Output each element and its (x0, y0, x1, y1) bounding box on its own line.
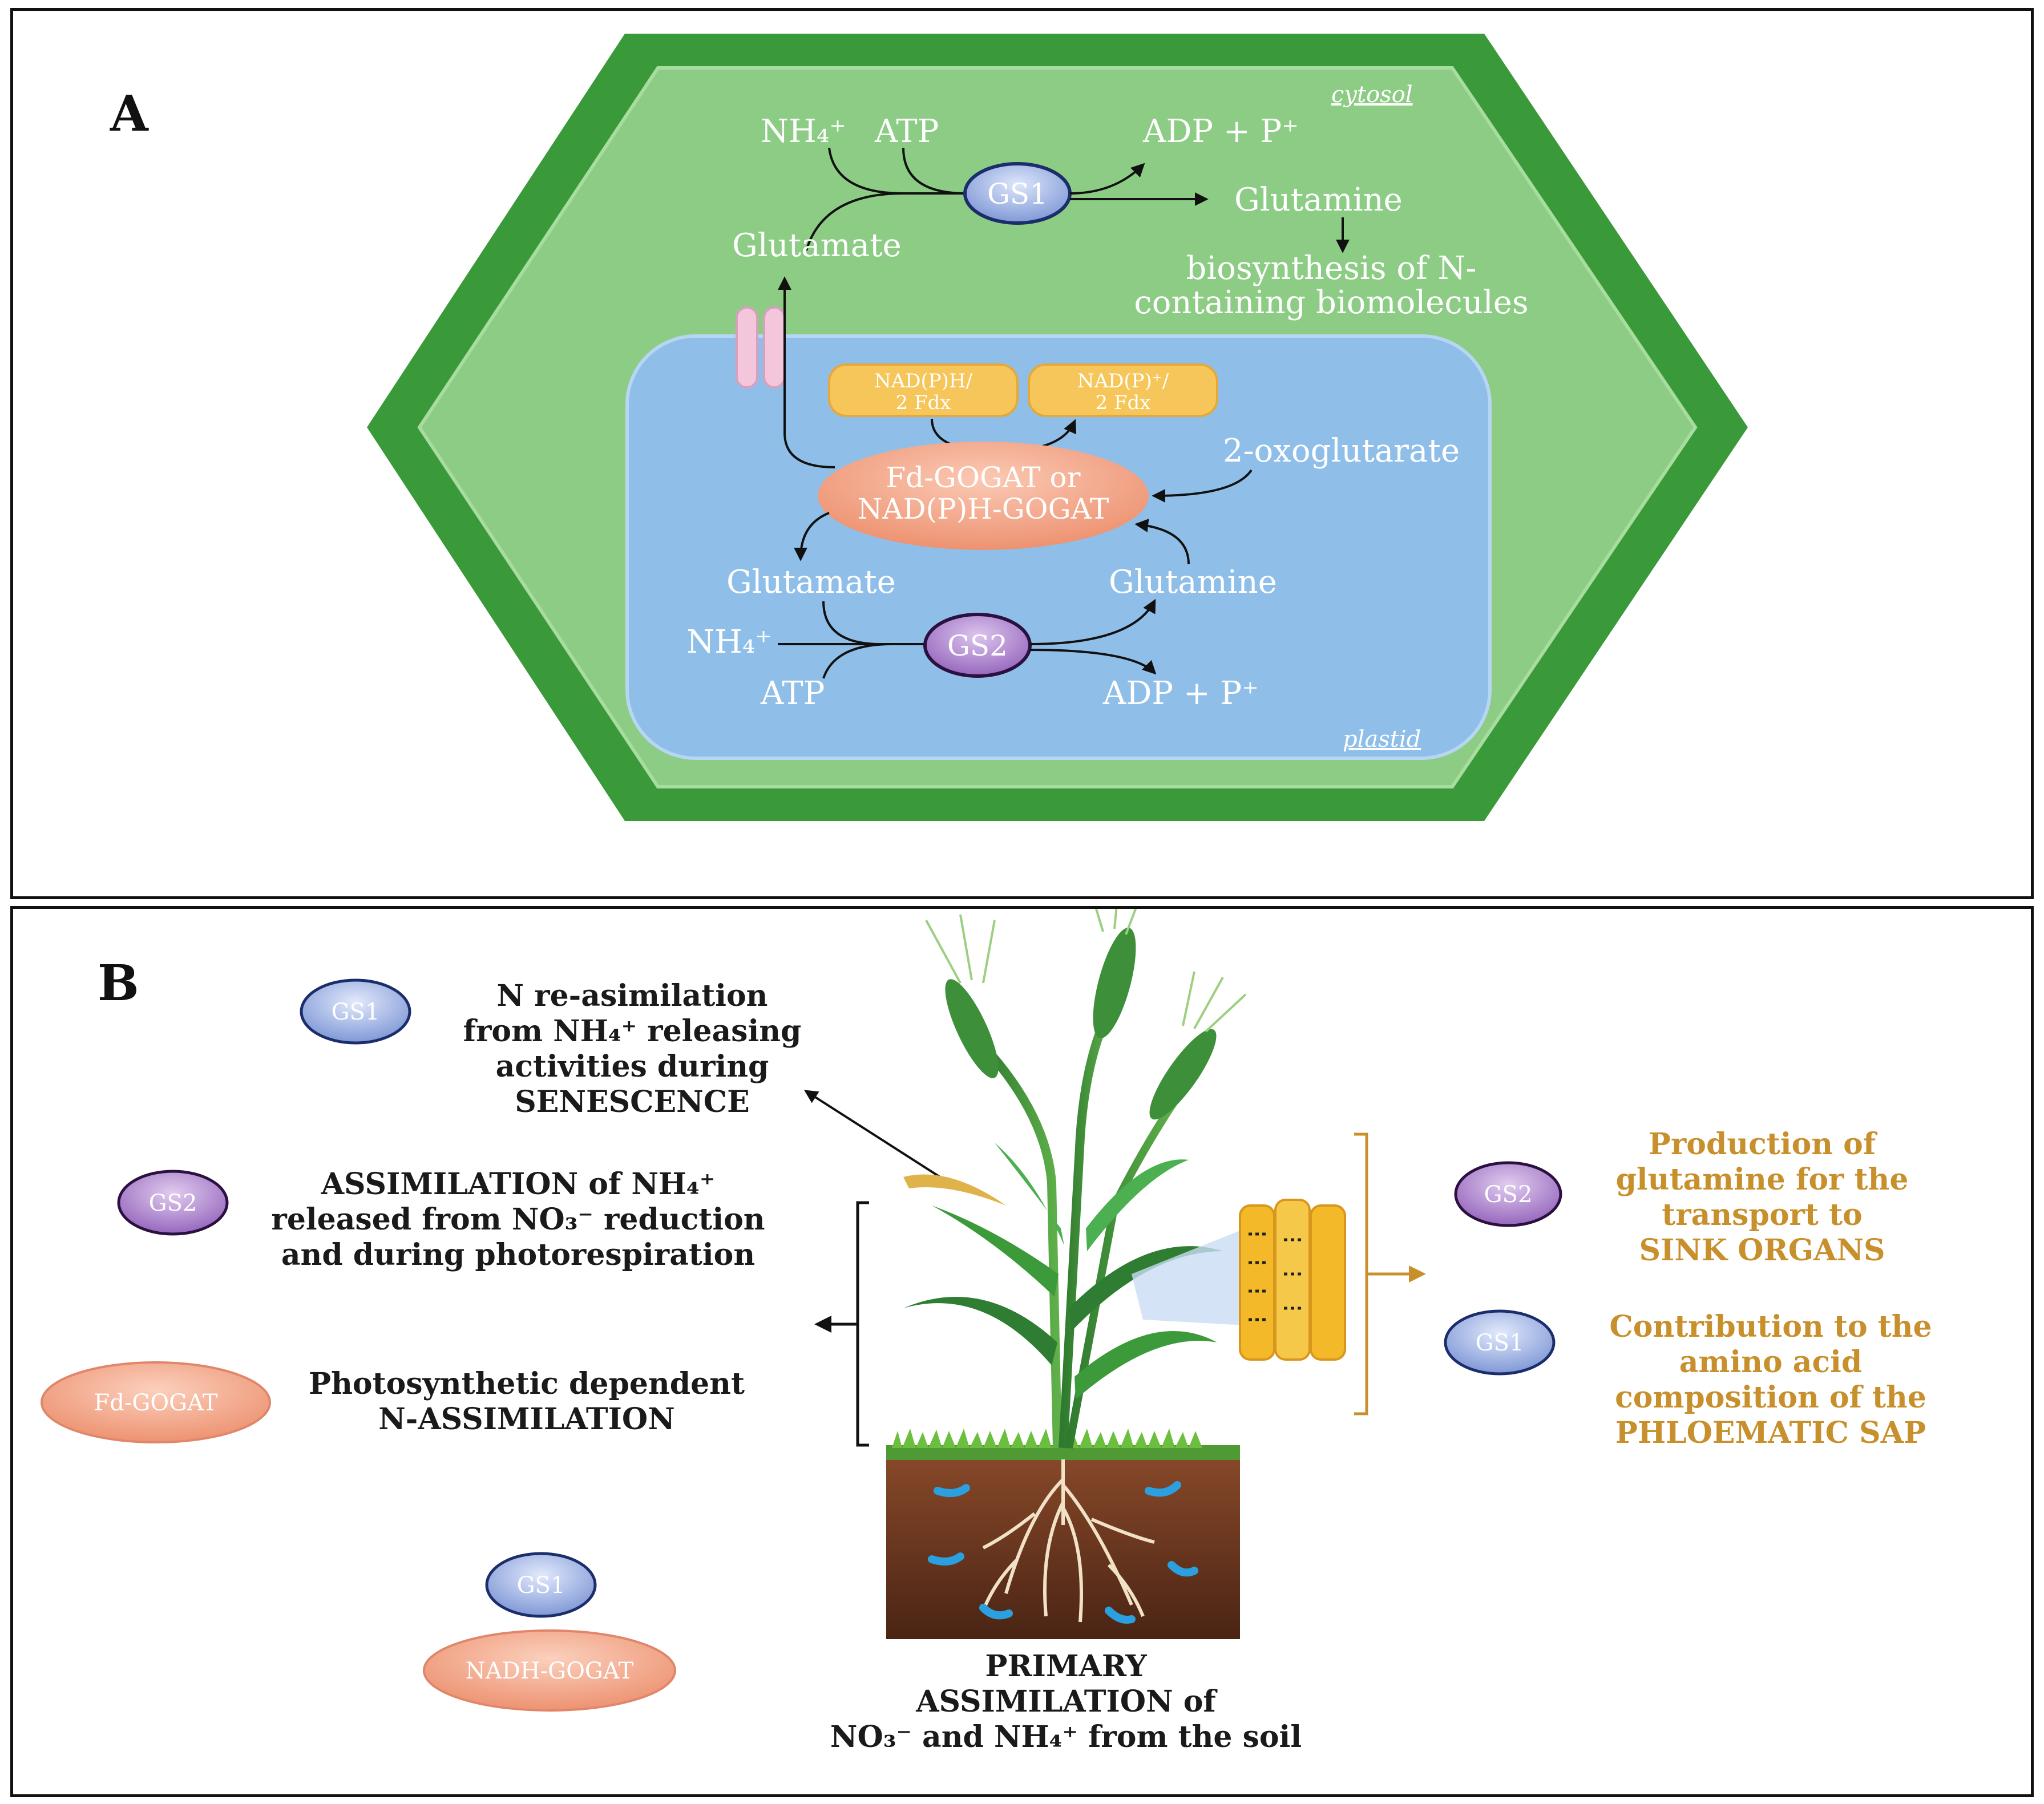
nadp-line2: 2 Fdx (1096, 391, 1151, 414)
contrib-line2: amino acid (1679, 1345, 1863, 1380)
nadp-line1: NAD(P)⁺/ (1077, 370, 1169, 393)
transporter-left-icon (736, 306, 758, 389)
atp-bottom: ATP (760, 675, 825, 712)
fd-gogat-enzyme (41, 1361, 271, 1443)
nh4-bottom: NH₄⁺ (686, 624, 772, 661)
nadph-line2: 2 Fdx (896, 391, 951, 414)
roots-icon (981, 1459, 1155, 1623)
nadph-line1: NAD(P)H/ (874, 370, 973, 393)
arrow-gs2-adp (1029, 649, 1157, 675)
gs2-label: GS2 (947, 629, 1008, 662)
water-icon-3 (928, 1552, 964, 1566)
prod-line4: SINK ORGANS (1639, 1233, 1885, 1268)
gogat-line2: NAD(P)H-GOGAT (858, 492, 1109, 525)
gs2-assimilation-label: GS2 (149, 1190, 197, 1216)
arrow-export-glutamate (778, 276, 835, 468)
senescence-line3: activities during (496, 1049, 769, 1084)
leaf-bracket (856, 1201, 869, 1447)
arrow-gogat-glutamate (794, 512, 830, 561)
nh4-top: NH₄⁺ (761, 113, 846, 150)
arrow-glutamate-gs1 (805, 192, 904, 251)
prod-line1: Production of (1649, 1127, 1878, 1162)
cytosol-label: cytosol (1331, 82, 1413, 108)
atp-top: ATP (874, 113, 939, 150)
arrow-oxoglutarate-gogat (1152, 469, 1253, 503)
gs1-root-label: GS1 (517, 1572, 565, 1599)
arrow-gs2-glutamine (1029, 598, 1156, 645)
assim-line1: ASSIMILATION of NH₄⁺ (321, 1167, 716, 1202)
arrow-atp-gs1 (902, 147, 967, 195)
photo-line1: Photosynthetic dependent (309, 1366, 745, 1401)
gs2-transport-enzyme (1454, 1161, 1562, 1227)
transporter-right-icon (763, 306, 786, 389)
prod-line2: glutamine for the (1616, 1162, 1909, 1197)
arrow-glutamate-gs2 (822, 601, 881, 645)
oxoglutarate-label: 2-oxoglutarate (1223, 432, 1460, 470)
gs2-transport-label: GS2 (1484, 1182, 1533, 1208)
panel-b-letter: B (98, 954, 139, 1012)
arrow-gs1-adp (1069, 163, 1145, 195)
gs1-phloem-label: GS1 (1476, 1330, 1524, 1356)
senescence-line1: N re-asimilation (497, 978, 768, 1013)
gs1-label: GS1 (987, 177, 1048, 211)
arrow-senescent-leaf (803, 1090, 950, 1184)
assim-line3: and during photorespiration (281, 1237, 755, 1272)
nadp-box (1028, 363, 1218, 417)
arrow-atp-gs2 (822, 643, 892, 679)
gogat-line1: Fd-GOGAT or (886, 461, 1080, 494)
gs1-senescence-enzyme (300, 978, 411, 1045)
biosynth-line2: containing biomolecules (1134, 284, 1528, 321)
panel-a-letter: A (110, 85, 149, 143)
primary-line3: NO₃⁻ and NH₄⁺ from the soil (830, 1720, 1302, 1754)
fd-gogat-label: Fd-GOGAT (94, 1390, 218, 1416)
arrow-glutamine-gogat (1134, 519, 1190, 565)
nadph-box (828, 363, 1019, 417)
panel-a-diagram: A cytosol plastid NH₄⁺ ATP GS1 ADP + P⁺ … (110, 34, 1748, 821)
gs1-phloem-enzyme (1444, 1309, 1556, 1376)
vascular-tissue-icon (1239, 1199, 1346, 1361)
wheat-plant-icon (903, 909, 1247, 1449)
plastid-label: plastid (1343, 726, 1421, 753)
prod-line3: transport to (1662, 1198, 1862, 1232)
panel-b: B GS1 N re-asimilation from NH₄⁺ releasi… (10, 906, 2034, 1797)
plastid (625, 334, 1492, 760)
photo-line2: N-ASSIMILATION (378, 1402, 675, 1437)
nadh-gogat-enzyme (423, 1629, 676, 1712)
vascular-bracket (1354, 1132, 1368, 1415)
senescence-line4: SENESCENCE (515, 1085, 749, 1119)
gogat-enzyme (818, 442, 1149, 550)
gs1-senescence-label: GS1 (332, 999, 380, 1025)
contrib-line1: Contribution to the (1609, 1309, 1932, 1344)
glutamine-bottom: Glutamine (1109, 564, 1277, 601)
glutamate-bottom: Glutamate (726, 564, 896, 601)
water-icon-6 (1105, 1607, 1136, 1624)
primary-line1: PRIMARY (985, 1649, 1147, 1684)
senescence-line2: from NH₄⁺ releasing (463, 1014, 802, 1049)
zoom-wedge (1132, 1228, 1246, 1325)
contrib-line4: PHLOEMATIC SAP (1615, 1415, 1926, 1450)
primary-line2: ASSIMILATION of (915, 1684, 1218, 1719)
adp-top: ADP + P⁺ (1142, 113, 1299, 150)
water-icon-5 (979, 1604, 1013, 1620)
assim-line2: released from NO₃⁻ reduction (271, 1202, 765, 1237)
glutamate-top: Glutamate (732, 227, 902, 264)
panel-b-diagram: B GS1 N re-asimilation from NH₄⁺ releasi… (41, 909, 1932, 1754)
water-icon-1 (934, 1484, 970, 1497)
gs2-assimilation-enzyme (117, 1170, 229, 1236)
biosynth-line1: biosynthesis of N- (1186, 250, 1477, 287)
grass-blades (892, 1429, 1202, 1448)
water-icon-2 (1145, 1481, 1181, 1497)
panel-a: A cytosol plastid NH₄⁺ ATP GS1 ADP + P⁺ … (10, 8, 2034, 899)
contrib-line3: composition of the (1615, 1380, 1926, 1415)
adp-bottom: ADP + P⁺ (1102, 675, 1259, 712)
glutamine-top: Glutamine (1234, 181, 1403, 219)
nadh-gogat-label: NADH-GOGAT (466, 1658, 634, 1684)
water-icon-4 (1168, 1561, 1198, 1577)
gs1-root-enzyme (485, 1552, 597, 1618)
